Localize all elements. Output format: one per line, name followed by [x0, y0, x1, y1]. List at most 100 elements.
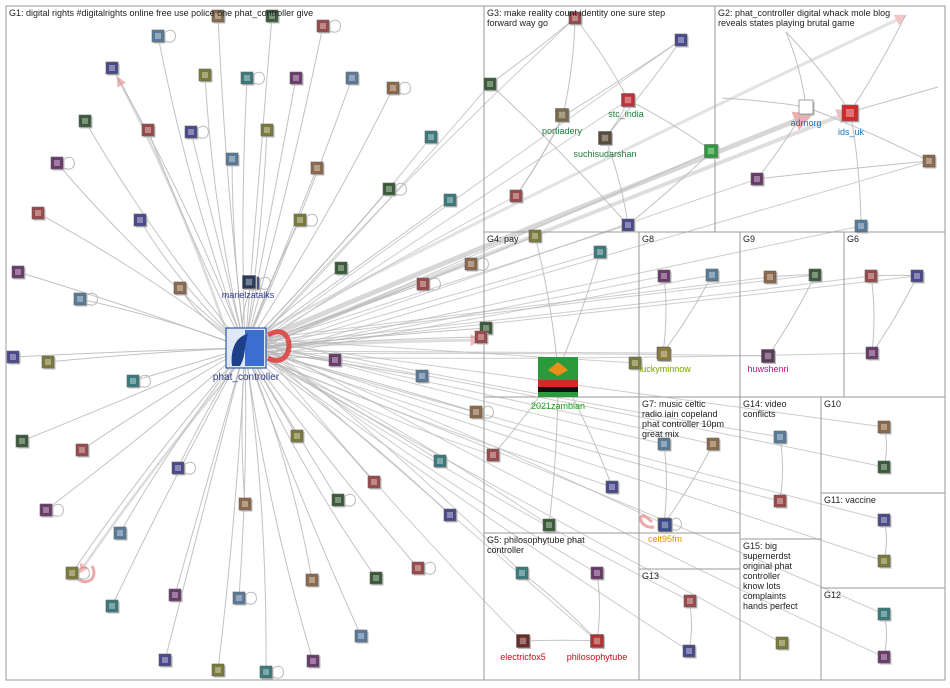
node-phat-controller[interactable]	[225, 327, 267, 369]
node-g3-star[interactable]	[704, 144, 720, 160]
node-g1-25[interactable]	[173, 281, 188, 296]
node-ids-uk[interactable]	[841, 104, 860, 123]
node-philosophytube[interactable]	[590, 634, 606, 650]
node-2021zambian[interactable]	[538, 357, 578, 397]
node-group-33[interactable]	[682, 644, 697, 659]
node-group-23[interactable]	[877, 460, 892, 475]
node-group-7[interactable]	[483, 77, 498, 92]
node-stc-india[interactable]	[621, 93, 637, 109]
node-group-17[interactable]	[910, 269, 925, 284]
node-g1-29[interactable]	[41, 355, 56, 370]
node-portiadery[interactable]	[555, 108, 571, 124]
node-group-16[interactable]	[864, 269, 879, 284]
node-g1-52[interactable]	[158, 653, 173, 668]
node-electricfox5[interactable]	[516, 634, 532, 650]
node-g1-20[interactable]	[133, 213, 148, 228]
node-group-4[interactable]	[750, 172, 765, 187]
node-group-8[interactable]	[509, 189, 524, 204]
node-suchisudarshan[interactable]	[598, 131, 614, 147]
node-group-25[interactable]	[877, 513, 892, 528]
node-group-1[interactable]	[674, 33, 689, 48]
node-group-27[interactable]	[877, 607, 892, 622]
node-g1-54[interactable]	[259, 665, 274, 680]
node-group-28[interactable]	[877, 650, 892, 665]
node-g1-33[interactable]	[469, 405, 484, 420]
node-g1-45[interactable]	[65, 566, 80, 581]
node-g1-21[interactable]	[293, 213, 308, 228]
node-g1-39[interactable]	[39, 503, 54, 518]
node-group-30[interactable]	[706, 437, 721, 452]
node-g1-27[interactable]	[416, 277, 431, 292]
node-group-6[interactable]	[922, 154, 937, 169]
node-group-39[interactable]	[542, 518, 557, 533]
node-marielzatalks[interactable]	[242, 275, 258, 291]
node-g1-31[interactable]	[328, 353, 343, 368]
node-g1-22[interactable]	[443, 193, 458, 208]
node-g1-41[interactable]	[238, 497, 253, 512]
node-group-35[interactable]	[515, 566, 530, 581]
node-g1-59[interactable]	[474, 330, 489, 345]
node-g1-30[interactable]	[126, 374, 141, 389]
node-g1-47[interactable]	[168, 588, 183, 603]
node-g1-6[interactable]	[240, 71, 255, 86]
node-g1-18[interactable]	[382, 182, 397, 197]
node-g1-32[interactable]	[415, 369, 430, 384]
node-g1-24[interactable]	[73, 292, 88, 307]
node-group-42[interactable]	[628, 356, 643, 371]
node-g1-17[interactable]	[310, 161, 325, 176]
node-g1-14[interactable]	[424, 130, 439, 145]
node-g1-42[interactable]	[331, 493, 346, 508]
node-group-11[interactable]	[593, 245, 608, 260]
node-group-20[interactable]	[865, 346, 880, 361]
node-g1-36[interactable]	[171, 461, 186, 476]
node-g1-23[interactable]	[11, 265, 26, 280]
node-g1-53[interactable]	[211, 663, 226, 678]
node-g1-1[interactable]	[211, 9, 226, 24]
node-g1-35[interactable]	[75, 443, 90, 458]
node-g1-19[interactable]	[31, 206, 46, 221]
node-group-12[interactable]	[657, 269, 672, 284]
node-g1-49[interactable]	[305, 573, 320, 588]
node-g1-9[interactable]	[386, 81, 401, 96]
node-group-22[interactable]	[877, 420, 892, 435]
node-group-34[interactable]	[775, 636, 790, 651]
node-g1-51[interactable]	[411, 561, 426, 576]
node-group-29[interactable]	[657, 437, 672, 452]
node-celt95fm[interactable]	[658, 518, 674, 534]
node-group-36[interactable]	[590, 566, 605, 581]
node-adrnorg[interactable]	[798, 99, 815, 116]
node-g1-50[interactable]	[369, 571, 384, 586]
node-huwshenri[interactable]	[761, 349, 777, 365]
node-group-24[interactable]	[773, 494, 788, 509]
node-group-41[interactable]	[605, 480, 620, 495]
node-group-0[interactable]	[568, 11, 583, 26]
node-group-13[interactable]	[705, 268, 720, 283]
node-g1-37[interactable]	[290, 429, 305, 444]
node-g1-8[interactable]	[345, 71, 360, 86]
node-g1-15[interactable]	[50, 156, 65, 171]
node-g1-12[interactable]	[184, 125, 199, 140]
node-g1-10[interactable]	[78, 114, 93, 129]
node-luckyminnow[interactable]	[657, 347, 673, 363]
node-g1-44[interactable]	[443, 508, 458, 523]
node-g1-34[interactable]	[15, 434, 30, 449]
node-group-9[interactable]	[621, 218, 636, 233]
node-g1-26[interactable]	[334, 261, 349, 276]
node-group-15[interactable]	[808, 268, 823, 283]
node-g1-11[interactable]	[141, 123, 156, 138]
node-g1-55[interactable]	[306, 654, 321, 669]
node-g1-48[interactable]	[232, 591, 247, 606]
node-g1-40[interactable]	[113, 526, 128, 541]
node-group-10[interactable]	[528, 229, 543, 244]
node-group-14[interactable]	[763, 270, 778, 285]
node-group-32[interactable]	[683, 594, 698, 609]
node-g1-46[interactable]	[105, 599, 120, 614]
node-g1-16[interactable]	[225, 152, 240, 167]
node-g1-2[interactable]	[265, 9, 280, 24]
node-g1-13[interactable]	[260, 123, 275, 138]
node-g1-57[interactable]	[464, 257, 479, 272]
node-group-5[interactable]	[854, 219, 869, 234]
node-g1-5[interactable]	[198, 68, 213, 83]
node-g1-7[interactable]	[289, 71, 304, 86]
node-group-40[interactable]	[486, 448, 501, 463]
